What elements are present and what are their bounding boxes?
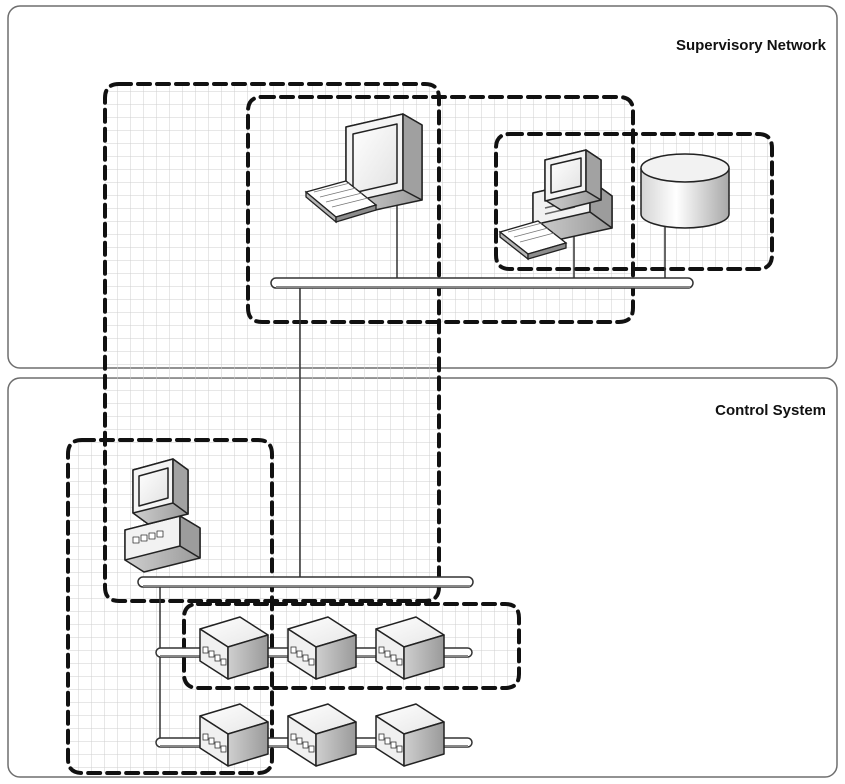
zone-controller-group	[182, 602, 521, 690]
controller-module-icon	[375, 616, 445, 680]
desktop-monitor-icon	[345, 113, 423, 213]
database-cylinder-icon	[640, 153, 730, 229]
zone-supervisory-lan	[246, 95, 635, 324]
controller-module-icon	[199, 616, 269, 680]
zone-data-services	[494, 132, 774, 271]
supervisory-network-title: Supervisory Network	[675, 37, 826, 54]
desktop-computer-icon	[532, 149, 613, 241]
control-bus	[137, 576, 474, 588]
zone-field-operations	[66, 438, 274, 775]
controller-module-icon	[287, 616, 357, 680]
keyboard-icon	[498, 220, 568, 261]
keyboard-icon	[304, 180, 378, 224]
controller-module-icon	[287, 703, 357, 767]
controller-module-icon	[199, 703, 269, 767]
control-system-title: Control System	[715, 402, 826, 419]
controller-row-1	[199, 616, 445, 680]
supervisory-bus	[270, 277, 694, 289]
controller-module-icon	[375, 703, 445, 767]
hmi-terminal-icon	[124, 458, 201, 573]
connections	[159, 193, 666, 743]
zone-control-center	[103, 82, 441, 603]
controller-row-2	[199, 703, 445, 767]
